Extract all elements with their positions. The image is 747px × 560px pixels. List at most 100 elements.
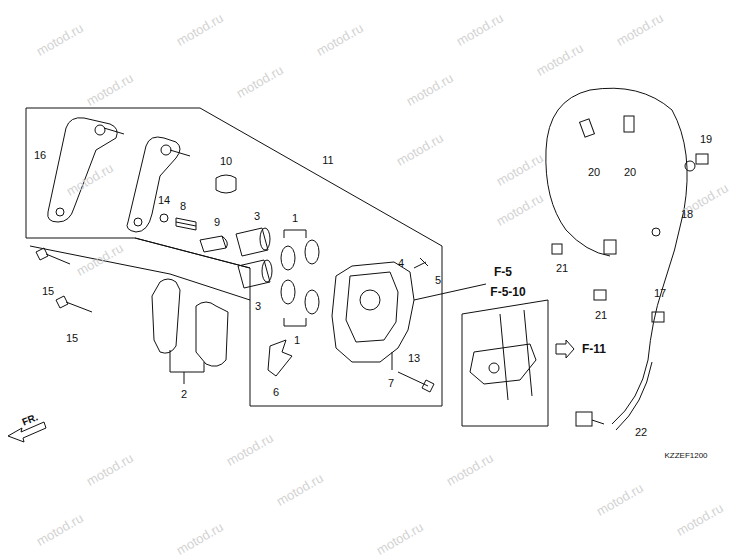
callout-number: 16: [34, 149, 46, 161]
watermark: motod.ru: [175, 12, 225, 48]
watermark: motod.ru: [65, 162, 115, 198]
watermark: motod.ru: [275, 472, 325, 508]
watermark: motod.ru: [85, 72, 135, 108]
clip: [624, 116, 634, 132]
seal: [305, 290, 319, 314]
watermark: motod.ru: [445, 452, 495, 488]
caliper-body: [332, 262, 414, 362]
callout-number: 21: [595, 309, 607, 321]
nut: [160, 214, 168, 222]
connector: [604, 240, 616, 254]
reference-arrow: [556, 340, 574, 358]
callout-number: 10: [220, 155, 232, 167]
watermark: motod.ru: [235, 64, 285, 100]
watermark: motod.ru: [455, 12, 505, 48]
caliper-bore: [360, 290, 380, 310]
brake-pad: [196, 302, 228, 366]
callout-number: 19: [700, 133, 712, 145]
watermark: motod.ru: [175, 521, 225, 557]
watermark: motod.ru: [315, 22, 365, 58]
brake-pad: [152, 279, 180, 353]
reference-label: F-5-10: [490, 286, 525, 298]
callout-number: 17: [654, 287, 666, 299]
bracket-hole: [134, 218, 142, 226]
bracket-hole: [161, 145, 171, 155]
bracket-hole: [95, 125, 105, 135]
callout-number: 22: [635, 426, 647, 438]
pointer-line: [414, 284, 486, 300]
watermark: motod.ru: [615, 12, 665, 48]
clip: [552, 244, 562, 254]
watermark: motod.ru: [75, 242, 125, 278]
watermark: motod.ru: [85, 452, 135, 488]
direction-label: FR.: [20, 411, 39, 428]
stud: [104, 128, 124, 134]
callout-number: 15: [42, 285, 54, 297]
leader-line: [392, 352, 393, 370]
boot: [216, 175, 236, 193]
watermark: motod.ru: [405, 72, 455, 108]
bolt: [36, 248, 70, 264]
leader-line: [170, 274, 250, 300]
reference-label: F-5: [494, 266, 512, 278]
piston-end: [262, 260, 272, 282]
watermark: motod.ru: [35, 22, 85, 58]
bracket-hole: [56, 208, 64, 216]
callout-number: 21: [556, 262, 568, 274]
watermark: motod.ru: [675, 502, 725, 538]
callout-number: 11: [322, 154, 333, 166]
caliper-detail: [346, 272, 398, 342]
callout-number: 13: [408, 352, 420, 364]
pad-spring: [268, 340, 292, 376]
inset-box: [462, 300, 548, 426]
fork-hole: [489, 363, 499, 373]
callout-number: 9: [214, 216, 220, 228]
bolt: [56, 296, 92, 312]
piston-end: [260, 228, 270, 250]
callout-number: 3: [255, 300, 261, 312]
stud: [170, 150, 190, 156]
bracket-mark: [170, 350, 204, 372]
watermark: motod.ru: [535, 42, 585, 78]
grommet: [652, 228, 660, 236]
watermark: motod.ru: [375, 521, 425, 557]
callout-number: 5: [435, 274, 441, 286]
bolt: [398, 372, 434, 392]
piston: [238, 260, 270, 288]
callout-number: 4: [398, 257, 404, 269]
callout-number: 3: [254, 210, 260, 222]
bracket: [127, 137, 180, 232]
seal: [305, 240, 319, 264]
watermark: motod.ru: [35, 512, 85, 548]
bracket-mark: [284, 230, 306, 238]
reference-label: F-11: [582, 343, 606, 355]
callout-number: 18: [681, 208, 693, 220]
sensor: [576, 412, 592, 426]
pin: [200, 236, 227, 252]
leader-line: [592, 420, 604, 424]
sensor-wire: [616, 362, 652, 430]
seal: [281, 280, 295, 304]
bleeder: [414, 258, 428, 268]
sensor-wire: [546, 88, 687, 424]
grommet: [685, 161, 695, 171]
callout-number: 8: [180, 200, 186, 212]
watermark: motod.ru: [395, 132, 445, 168]
callout-number: 6: [273, 386, 279, 398]
leader-line: [184, 372, 185, 384]
bolt: [176, 218, 196, 230]
group-outline: [135, 238, 250, 268]
watermark: motod.ru: [495, 152, 545, 188]
watermark: motod.ru: [225, 432, 275, 468]
bracket: [48, 118, 117, 222]
callout-number: 7: [388, 377, 394, 389]
clip: [652, 312, 664, 322]
clip: [580, 119, 595, 137]
watermark: motod.ru: [595, 482, 645, 518]
clip: [594, 290, 606, 300]
callout-number: 15: [66, 332, 78, 344]
fork-leg: [470, 310, 536, 400]
bracket-mark: [284, 318, 306, 326]
callout-number: 14: [158, 194, 170, 206]
